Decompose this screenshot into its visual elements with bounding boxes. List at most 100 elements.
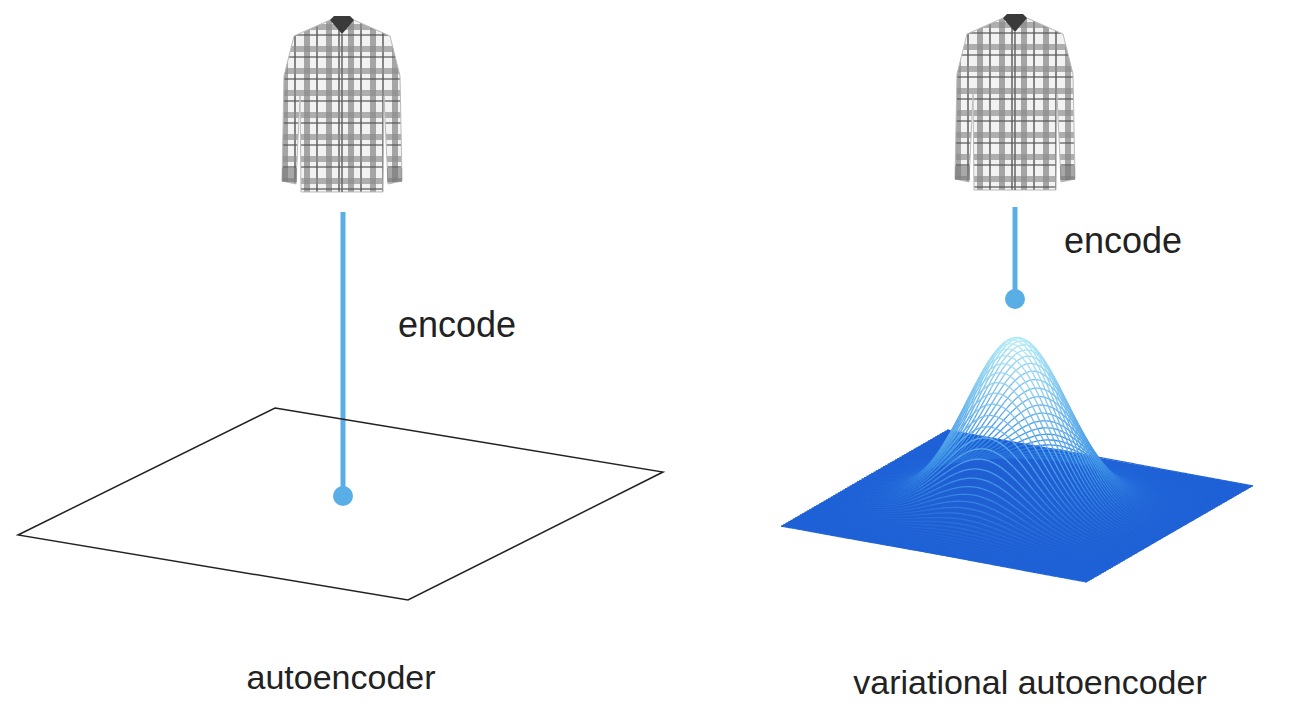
surface-line [1238, 492, 1241, 493]
surface-line [1209, 478, 1212, 479]
surface-line [919, 454, 922, 455]
surface-line [1143, 469, 1146, 470]
surface-line [1164, 480, 1167, 481]
surface-line [1201, 487, 1204, 488]
surface-line [1159, 475, 1162, 476]
surface-line [1160, 472, 1163, 473]
surface-line [1199, 501, 1202, 502]
surface-line [1044, 451, 1047, 452]
surface-line [917, 450, 920, 451]
surface-line [1183, 482, 1186, 483]
surface-line [1200, 496, 1203, 497]
surface-line [1167, 491, 1170, 492]
surface-line [929, 448, 932, 449]
surface-line [1205, 483, 1208, 484]
surface-line [1181, 496, 1184, 497]
surface-line [932, 444, 935, 445]
surface-line [1030, 423, 1033, 424]
surface-line [937, 446, 940, 447]
surface-line [1211, 500, 1214, 501]
surface-line [1207, 510, 1210, 511]
surface-line [1188, 502, 1191, 503]
surface-line [1151, 479, 1154, 480]
surface-line [1186, 498, 1189, 499]
surface-line [1138, 476, 1141, 477]
surface-line [1134, 469, 1137, 470]
surface-line [1147, 481, 1150, 482]
surface-line [1186, 488, 1189, 489]
surface-line [1223, 488, 1226, 489]
surface-line [915, 456, 918, 457]
surface-line [1172, 495, 1175, 496]
surface-line [923, 449, 926, 450]
surface-line [1217, 488, 1220, 489]
surface-line [1133, 473, 1136, 474]
surface-line [1196, 506, 1199, 507]
surface-line [1168, 499, 1171, 500]
surface-line [940, 434, 943, 435]
surface-line [1229, 487, 1232, 488]
surface-line [1149, 475, 1152, 476]
surface-line [904, 455, 907, 456]
surface-line [1214, 501, 1217, 502]
surface-line [1210, 498, 1213, 499]
surface-line [1212, 489, 1215, 490]
surface-line [1128, 464, 1131, 465]
surface-line [1187, 477, 1190, 478]
surface-line [1170, 496, 1173, 497]
surface-line [1031, 449, 1034, 450]
surface-line [1180, 481, 1183, 482]
surface-line [923, 454, 926, 455]
surface-line [1179, 502, 1182, 503]
surface-line [1168, 476, 1171, 477]
surface-line [1203, 502, 1206, 503]
surface-line [1200, 514, 1203, 515]
surface-line [1000, 448, 1003, 449]
surface-line [1205, 488, 1208, 489]
surface-line [1207, 481, 1210, 482]
surface-line [1211, 505, 1214, 506]
surface-line [1195, 486, 1198, 487]
surface-line [1191, 485, 1194, 486]
surface-line [1239, 484, 1242, 485]
surface-line [1111, 461, 1114, 462]
surface-line [1196, 495, 1199, 496]
surface-line [1184, 484, 1187, 485]
surface-line [1232, 488, 1235, 489]
surface-line [1120, 461, 1123, 462]
surface-line [1227, 483, 1230, 484]
surface-line [1114, 460, 1117, 461]
surface-line [1183, 492, 1186, 493]
surface-line [1015, 437, 1018, 439]
surface-line [922, 452, 925, 453]
surface-line [1211, 482, 1214, 483]
surface-line [1197, 479, 1200, 480]
surface-line [1195, 475, 1198, 476]
surface-line [1230, 494, 1233, 495]
surface-line [1163, 473, 1166, 474]
surface-line [907, 453, 910, 454]
surface-line [902, 461, 905, 462]
surface-line [1193, 513, 1196, 514]
surface-line [1147, 476, 1150, 477]
surface-line [1171, 476, 1174, 477]
surface-line [1214, 488, 1217, 489]
surface-line [1121, 468, 1124, 469]
surface-line [1205, 506, 1208, 507]
surface-line [1185, 504, 1188, 505]
surface-line [1158, 468, 1161, 469]
surface-line [1008, 455, 1011, 456]
surface-line [1154, 473, 1157, 474]
surface-line [1239, 489, 1242, 490]
surface-line [1231, 496, 1234, 497]
surface-line [1179, 479, 1182, 480]
surface-line [1181, 478, 1184, 479]
surface-line [1165, 470, 1168, 471]
surface-line [1224, 490, 1227, 491]
surface-line [930, 450, 933, 451]
surface-line [1004, 456, 1007, 457]
surface-line [1107, 459, 1110, 460]
surface-line [1185, 479, 1188, 480]
surface-line [1196, 483, 1199, 484]
surface-line [1174, 504, 1177, 505]
